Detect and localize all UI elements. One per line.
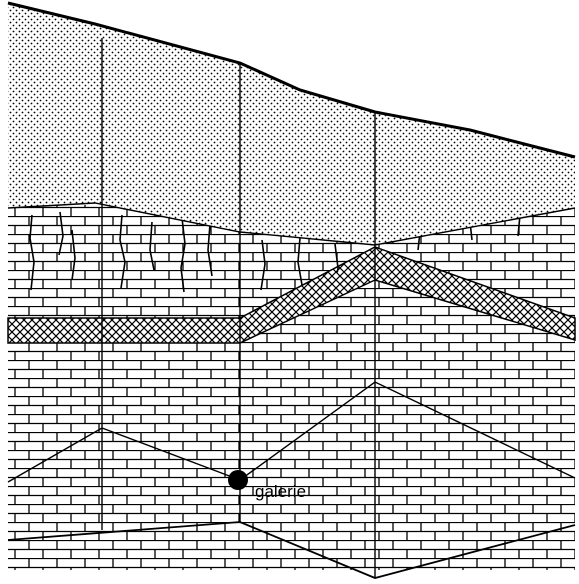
bedrock-layer [8, 205, 575, 570]
gallery-label: galerie [255, 482, 306, 501]
gallery-point [228, 470, 248, 490]
